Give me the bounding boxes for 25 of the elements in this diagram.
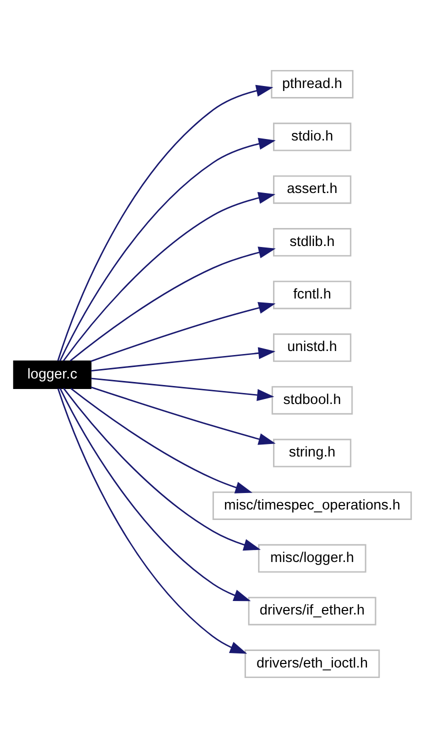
node-box: stdio.h [273, 122, 352, 151]
arrow [90, 386, 276, 444]
arrow [60, 388, 251, 601]
node-box: stdbool.h [272, 386, 353, 414]
arrow [91, 346, 276, 371]
node-box: string.h [273, 438, 352, 467]
node-box: drivers/eth_ioctl.h [244, 649, 380, 678]
arrow [70, 387, 252, 493]
arrow [59, 137, 276, 361]
node-box: stdlib.h [273, 228, 352, 256]
node-box: fcntl.h [273, 280, 352, 309]
arrow [63, 387, 261, 550]
node-box: unistd.h [273, 332, 352, 362]
node-box: misc/logger.h [258, 544, 366, 572]
node-box: pthread.h [270, 69, 354, 98]
node-box: logger.c [13, 360, 92, 388]
arrow [91, 377, 274, 400]
arrow [62, 192, 276, 361]
node-box: assert.h [273, 174, 352, 204]
arrow [57, 388, 248, 654]
node-box: drivers/if_ether.h [248, 596, 376, 625]
arrow [57, 84, 274, 360]
arrow [90, 302, 276, 362]
node-box: misc/timespec_operations.h [212, 490, 412, 520]
arrow [70, 246, 276, 361]
